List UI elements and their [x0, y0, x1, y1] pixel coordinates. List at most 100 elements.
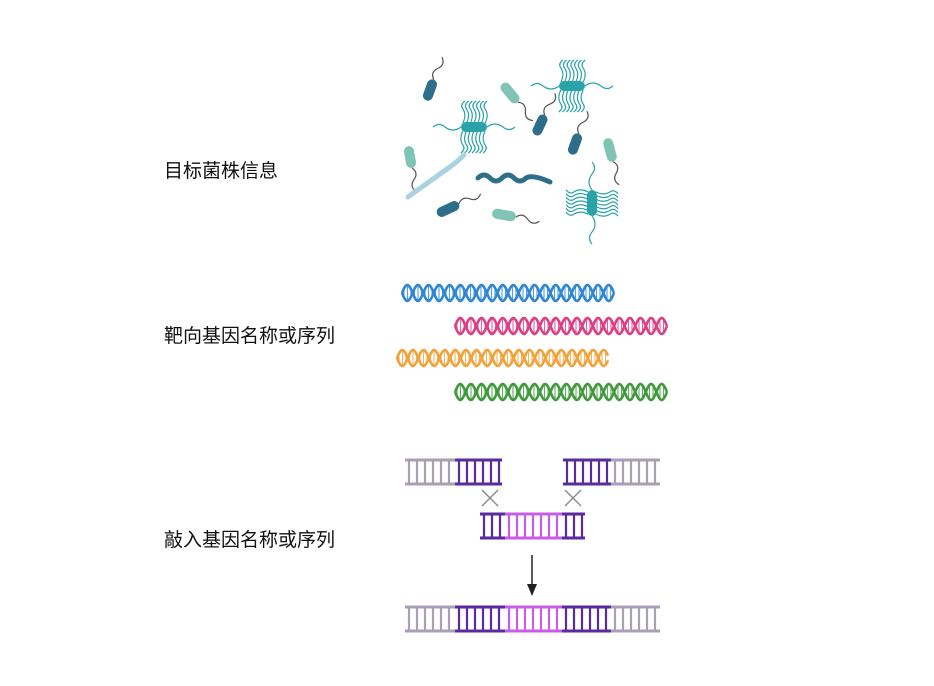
bacterium-body: [559, 81, 585, 91]
pilus: [588, 161, 596, 191]
helix-strand: [395, 348, 610, 368]
pilus: [468, 100, 473, 124]
bacterium-body: [403, 146, 417, 168]
cross-line: [564, 489, 582, 507]
pilus: [573, 89, 578, 113]
flagellum: [458, 193, 482, 205]
pilus: [472, 100, 477, 124]
bacterium-icon: [530, 59, 614, 113]
pilus: [573, 59, 579, 83]
pilus: [570, 59, 575, 83]
flagellum: [411, 167, 417, 192]
pilus: [562, 59, 568, 83]
flagellum: [543, 93, 557, 116]
pilus: [478, 130, 484, 154]
pilus: [565, 200, 589, 205]
pilus: [464, 100, 470, 124]
crossover-icon: [564, 489, 582, 507]
strain-info-label: 目标菌株信息: [164, 160, 279, 182]
flagellum: [612, 161, 620, 186]
bacterium-body: [587, 190, 597, 216]
bacterium-body: [603, 138, 617, 162]
flagellum: [517, 101, 534, 122]
dna-helix-4: [453, 382, 669, 402]
dna-helix-2: [453, 316, 669, 336]
bacterium-icon: [403, 146, 417, 192]
flagellum: [432, 56, 444, 80]
arrow-down-icon: [527, 555, 537, 596]
dna-helix-1: [400, 283, 616, 303]
pilus: [558, 89, 563, 113]
pilus: [588, 215, 596, 245]
pilus: [565, 196, 589, 202]
helix-strand: [453, 382, 669, 402]
pilus: [461, 100, 466, 124]
pilus: [475, 100, 481, 124]
pilus: [467, 130, 473, 154]
bacterium-icon: [436, 193, 482, 217]
knockin-gene-label: 敲入基因名称或序列: [164, 529, 336, 551]
bacterium-body: [500, 82, 520, 104]
pilus: [530, 82, 560, 90]
bacterium-icon: [422, 56, 444, 101]
spirillum-icon: [405, 152, 467, 200]
pilus: [565, 192, 589, 198]
crossover-icon: [481, 489, 499, 507]
pilus: [595, 201, 619, 206]
pilus: [595, 204, 619, 210]
pilus: [580, 89, 585, 113]
pilus: [566, 59, 571, 83]
pilus: [486, 123, 516, 131]
bacterium-icon: [565, 161, 619, 245]
bacterium-icon: [492, 208, 540, 224]
pilus: [463, 130, 469, 154]
bacterium-body: [436, 201, 460, 217]
pilus: [471, 130, 476, 154]
pilus: [561, 89, 567, 113]
cross-line: [481, 489, 499, 507]
pilus: [460, 130, 465, 154]
pilus: [595, 197, 619, 202]
bacterium-icon: [432, 100, 516, 154]
bacterium-body: [422, 79, 438, 101]
pilus: [475, 130, 480, 154]
pilus: [577, 59, 583, 83]
spirillum-icon: [475, 172, 553, 185]
pilus: [595, 190, 619, 195]
helix-strand: [400, 283, 616, 303]
flagellum: [577, 110, 589, 134]
pilus: [565, 207, 589, 213]
recombined-genome: [405, 605, 660, 633]
genome-right-arm: [563, 458, 660, 486]
pilus: [565, 189, 589, 194]
pilus: [581, 59, 586, 83]
bacterium-icon: [603, 138, 620, 186]
flagellum: [515, 214, 540, 224]
pilus: [569, 89, 574, 113]
bacterium-body: [567, 133, 583, 155]
pilus: [483, 100, 488, 124]
genome-left-arm: [405, 458, 502, 486]
arrow-head: [527, 584, 537, 596]
bacterium-icon: [532, 93, 557, 136]
pilus: [479, 100, 485, 124]
dna-helix-3: [395, 348, 610, 368]
pilus: [482, 130, 487, 154]
pilus: [576, 89, 582, 113]
pilus: [595, 208, 619, 214]
bacterium-icon: [500, 82, 534, 122]
pilus: [595, 193, 619, 199]
bacterium-icon: [567, 110, 589, 155]
pilus: [584, 82, 614, 90]
donor-dna: [480, 512, 585, 540]
pilus: [432, 123, 462, 131]
bacterium-body: [532, 114, 548, 136]
pilus: [595, 212, 619, 217]
helix-strand: [453, 316, 669, 336]
bacteria-cluster: [403, 56, 620, 245]
pilus: [565, 89, 571, 113]
bacterium-body: [492, 208, 516, 222]
pilus: [565, 204, 589, 209]
pilus: [559, 59, 564, 83]
